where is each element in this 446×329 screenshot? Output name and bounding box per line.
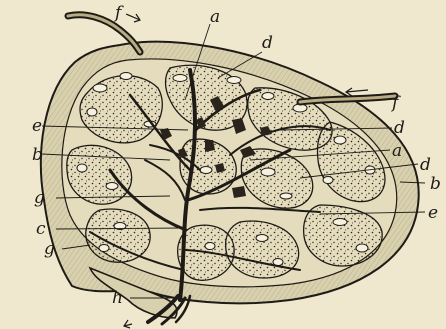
label-b-right: b xyxy=(430,174,441,194)
sinus xyxy=(87,108,97,116)
label-g-left-2: g xyxy=(44,239,55,259)
arrow-top xyxy=(126,14,140,22)
label-d-right-2: d xyxy=(420,155,431,175)
sinus xyxy=(99,245,109,252)
sinus xyxy=(334,136,346,144)
sinus xyxy=(120,73,132,80)
sinus xyxy=(77,164,87,172)
label-d-top: d xyxy=(262,33,273,53)
sinus xyxy=(356,244,368,252)
label-a-right: a xyxy=(392,141,402,161)
label-a-top: a xyxy=(210,7,220,27)
arrow-bottom xyxy=(124,320,132,328)
label-c-left: c xyxy=(36,219,46,239)
label-e-left: e xyxy=(32,116,42,136)
label-e-right: e xyxy=(428,203,438,223)
sinus xyxy=(205,243,215,250)
sinus xyxy=(200,167,212,174)
sinus xyxy=(323,177,333,184)
sinus xyxy=(227,77,241,84)
label-b-left: b xyxy=(32,145,43,165)
label-h-bottom: h xyxy=(112,288,123,308)
sinus xyxy=(280,193,292,199)
sinus xyxy=(261,168,275,176)
sinus xyxy=(256,235,268,242)
sinus xyxy=(106,183,118,190)
label-f-right: f xyxy=(390,93,401,113)
label-g-left: g xyxy=(34,188,45,208)
medullary-body xyxy=(232,186,246,198)
label-d-right-1: d xyxy=(394,118,405,138)
sinus xyxy=(333,219,347,226)
sinus xyxy=(93,84,107,92)
sinus xyxy=(262,93,274,100)
sinus xyxy=(173,75,187,82)
label-f-top: f xyxy=(113,3,124,23)
